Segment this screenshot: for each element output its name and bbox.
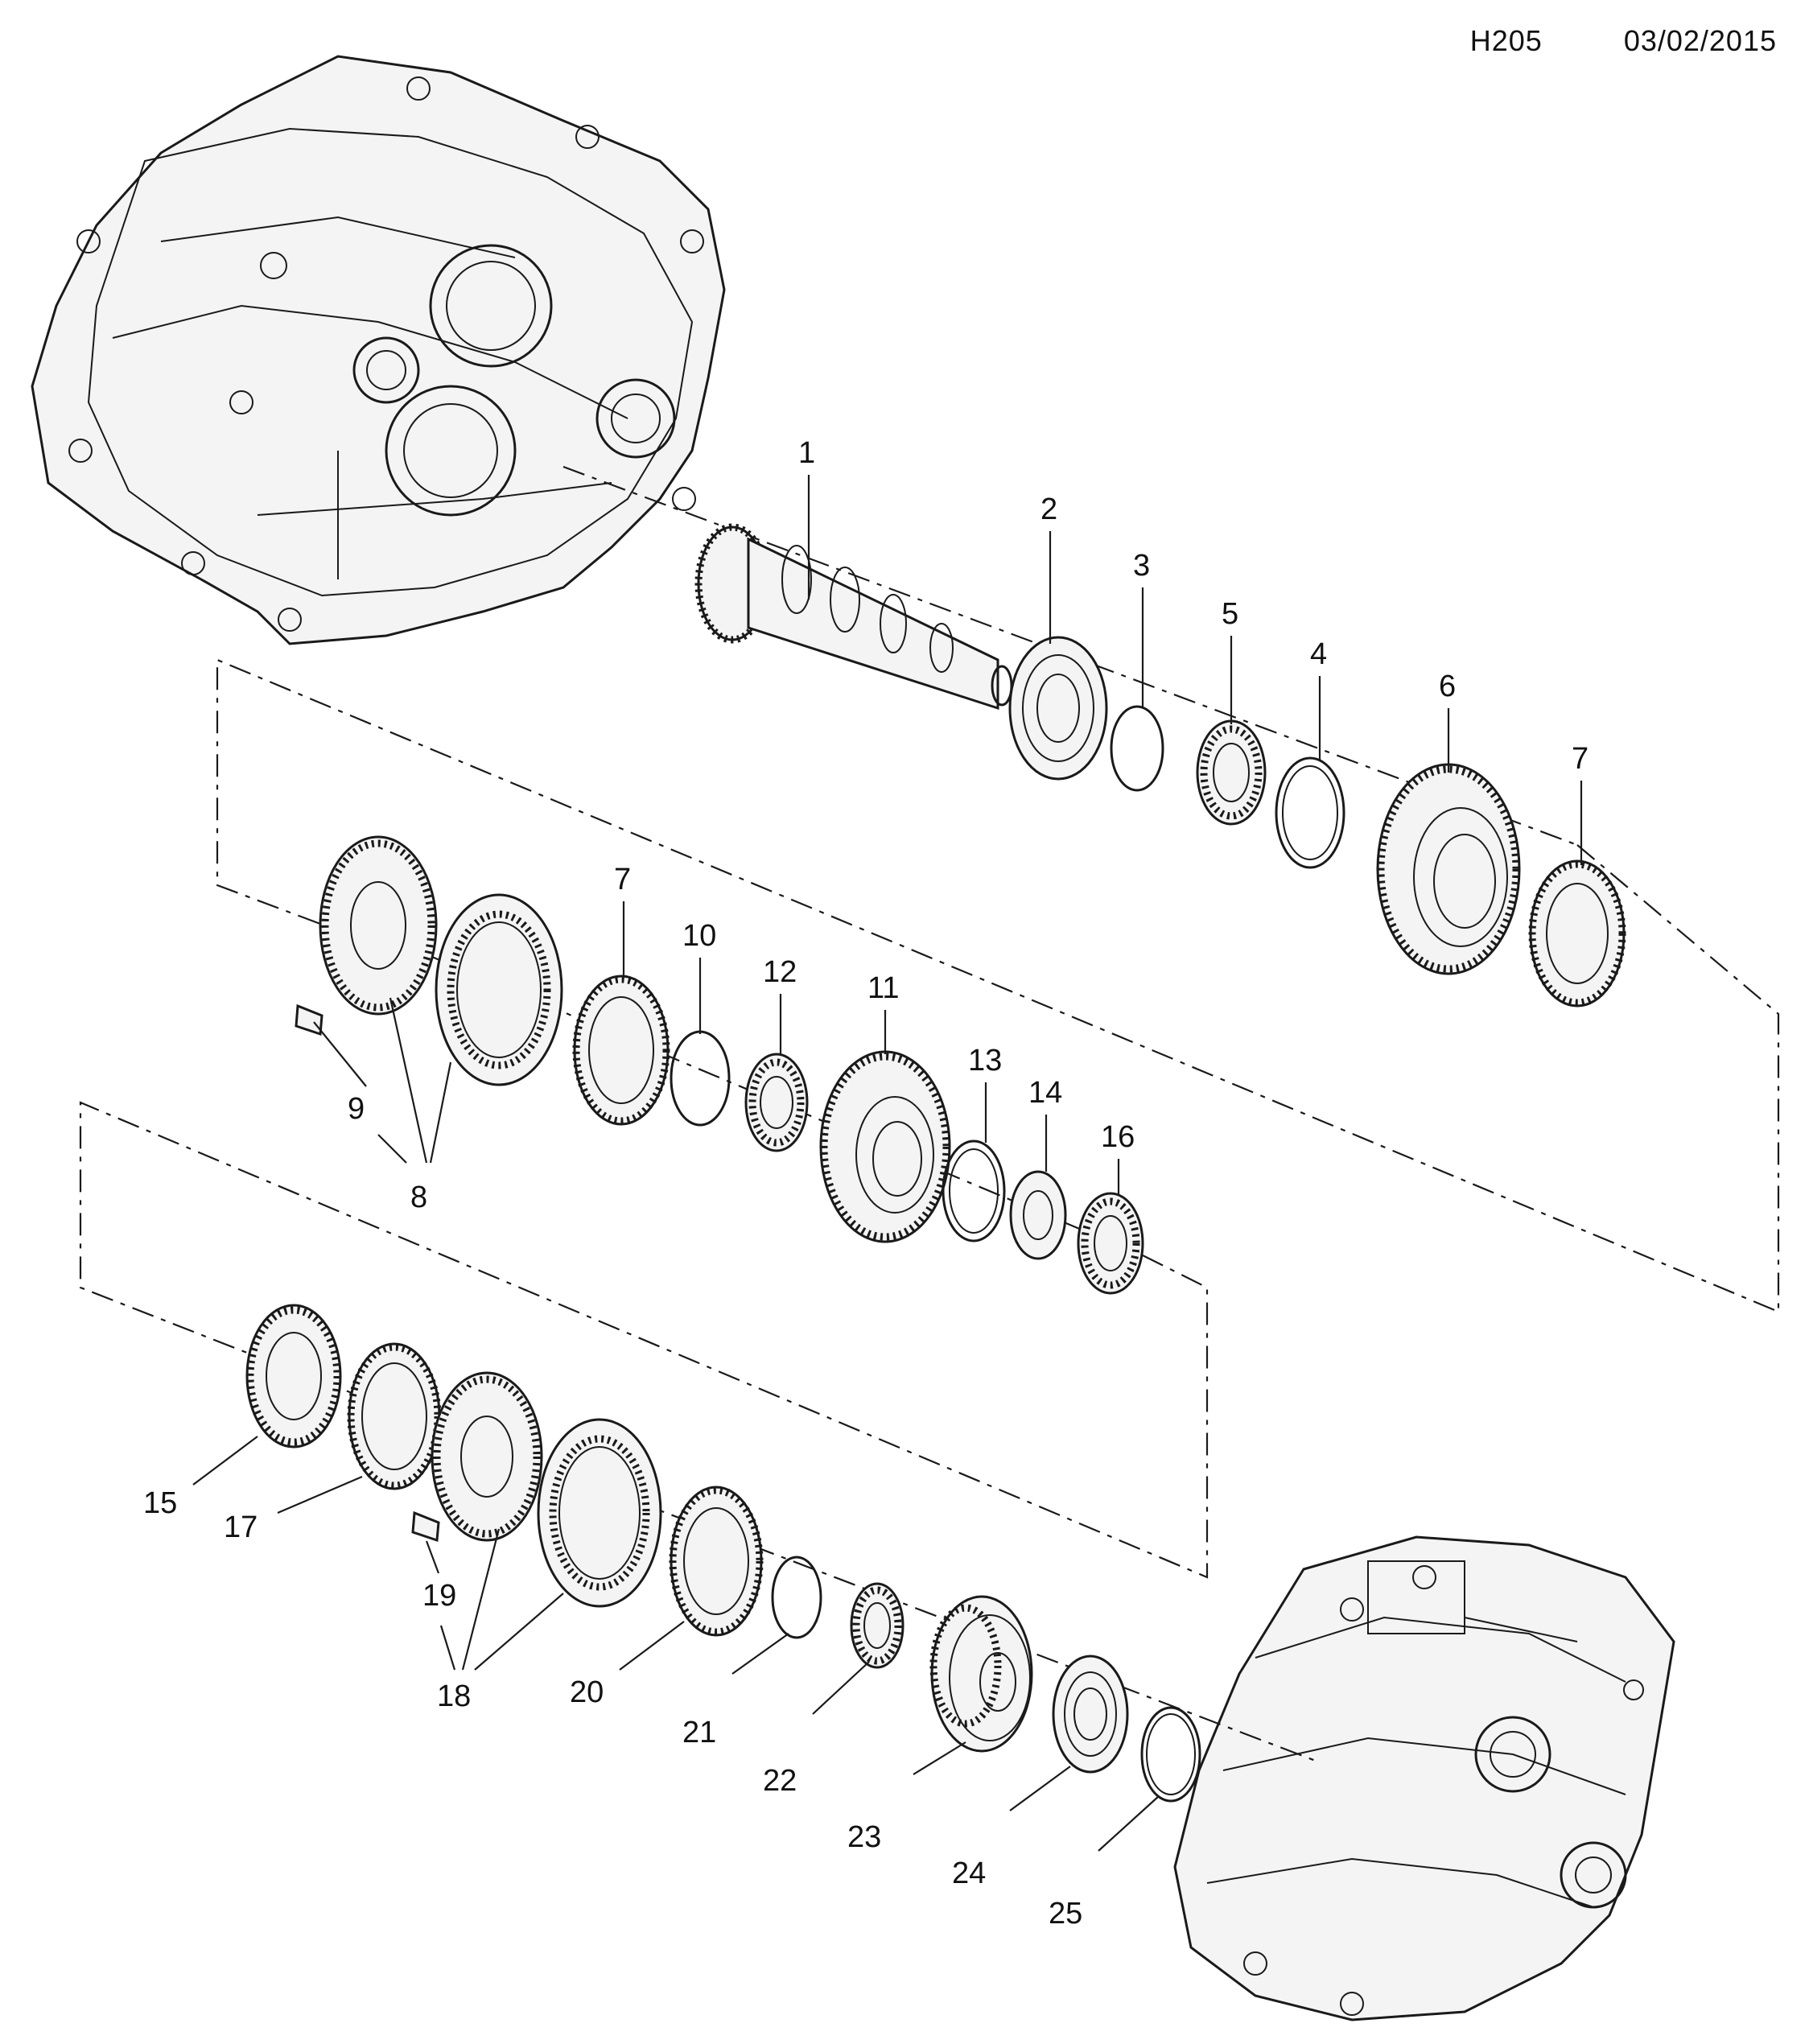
ring-13: [942, 1139, 1006, 1242]
needle-bearing-5: [1196, 719, 1267, 826]
synchronizer-sleeve-18: [537, 1418, 662, 1608]
callout-8: 8: [410, 1181, 427, 1214]
callout-25: 25: [1049, 1897, 1082, 1931]
callout-16: 16: [1101, 1120, 1135, 1154]
callout-7-lower: 7: [614, 863, 631, 896]
callout-17: 17: [224, 1510, 258, 1544]
key-9: [295, 1003, 323, 1036]
callout-20: 20: [570, 1675, 604, 1709]
synchro-ring-17: [347, 1342, 442, 1490]
callout-1: 1: [798, 436, 815, 470]
bearing-15: [245, 1304, 342, 1449]
bearing-2: [1008, 636, 1108, 781]
needle-bearing-22: [850, 1582, 904, 1669]
transmission-housing-rear: [1173, 1535, 1675, 2021]
leader-lines: [192, 475, 1583, 1852]
diagram-header: H205 03/02/2015: [1398, 24, 1777, 58]
callout-11: 11: [867, 971, 899, 1005]
callout-3: 3: [1133, 549, 1150, 583]
gear-6: [1376, 763, 1521, 975]
synchro-ring-7-lower: [572, 975, 670, 1126]
callout-21: 21: [682, 1716, 716, 1749]
snap-ring-3: [1110, 705, 1164, 792]
callout-23: 23: [847, 1820, 881, 1854]
input-shaft: [694, 523, 1013, 711]
needle-bearing-12: [744, 1053, 809, 1152]
gear-23: [929, 1595, 1033, 1753]
callout-labels: 1 2 3 5 4 6 7 7 10 12 11 13 14 16 9 8 15…: [143, 436, 1589, 1931]
snap-ring-21: [771, 1556, 822, 1639]
diagram-date: 03/02/2015: [1623, 24, 1777, 57]
callout-9: 9: [348, 1092, 365, 1126]
synchronizer-hub-18: [431, 1371, 543, 1542]
synchro-ring-20: [669, 1486, 764, 1637]
callout-13: 13: [968, 1044, 1002, 1078]
callout-14: 14: [1028, 1076, 1062, 1110]
snap-ring-10: [670, 1030, 731, 1127]
callout-15: 15: [143, 1486, 177, 1520]
diagram-code: H205: [1469, 24, 1543, 57]
callout-12: 12: [763, 955, 797, 989]
callout-5: 5: [1222, 597, 1238, 631]
needle-bearing-16: [1077, 1192, 1144, 1295]
callout-2: 2: [1040, 492, 1057, 526]
snap-ring-25: [1140, 1706, 1201, 1803]
callout-6: 6: [1439, 670, 1456, 703]
callout-18: 18: [437, 1679, 471, 1713]
ring-4: [1275, 756, 1345, 869]
washer-14: [1009, 1170, 1067, 1260]
gear-11: [819, 1050, 951, 1243]
synchro-ring-7-upper: [1528, 859, 1626, 1008]
transmission-housing-front: [31, 55, 726, 645]
synchronizer-sleeve-8: [435, 893, 563, 1086]
key-19: [411, 1510, 440, 1543]
callout-10: 10: [682, 919, 716, 953]
callout-4: 4: [1310, 637, 1327, 671]
bearing-24: [1052, 1655, 1129, 1774]
callout-22: 22: [763, 1764, 797, 1798]
callout-7-upper: 7: [1572, 742, 1589, 776]
synchronizer-hub-8: [319, 835, 438, 1016]
callout-19: 19: [422, 1579, 456, 1613]
callout-24: 24: [952, 1856, 986, 1890]
